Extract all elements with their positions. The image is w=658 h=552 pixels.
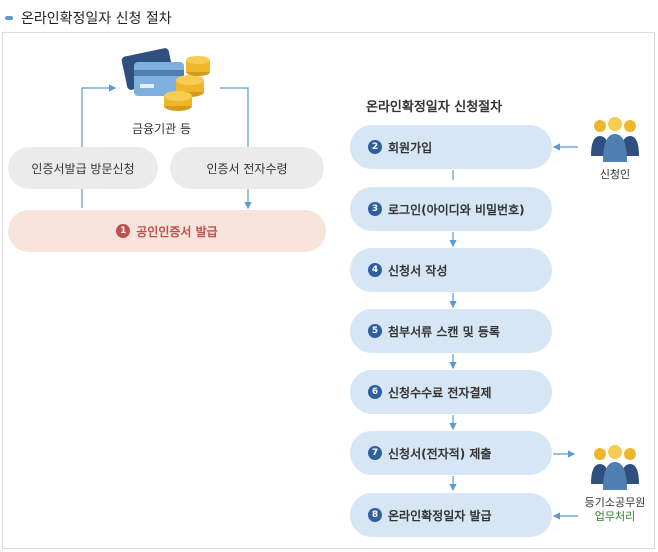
step-number: 7 xyxy=(368,446,382,460)
officer-people-icon xyxy=(591,445,639,490)
title-text: 온라인확정일자 신청 절차 xyxy=(21,11,172,27)
card-coins-icon xyxy=(121,48,210,111)
officer-label-line2: 업무처리 xyxy=(594,510,636,523)
receive-cert-pill: 인증서 전자수령 xyxy=(170,147,324,189)
step-label: 회원가입 xyxy=(388,140,433,155)
step-label: 첨부서류 스캔 및 등록 xyxy=(388,324,500,339)
step-number: 5 xyxy=(368,324,382,338)
diagram-panel xyxy=(2,32,655,549)
step-label: 신청서 작성 xyxy=(388,263,448,278)
step-label: 온라인확정일자 발급 xyxy=(388,508,492,523)
step-number: 2 xyxy=(368,140,382,154)
step-number: 3 xyxy=(368,202,382,216)
step-label: 로그인(아이디와 비밀번호) xyxy=(388,202,525,217)
page-title: 온라인확정일자 신청 절차 xyxy=(5,8,172,28)
step-write-form: 4 신청서 작성 xyxy=(350,248,552,292)
step-issue-cert: 1 공인인증서 발급 xyxy=(8,210,326,252)
bank-label: 금융기관 등 xyxy=(132,122,192,136)
procedure-header: 온라인확정일자 신청절차 xyxy=(366,100,503,115)
step-number: 4 xyxy=(368,263,382,277)
officer-label: 등기소공무원 업무처리 xyxy=(576,496,654,524)
step-label: 신청수수료 전자결제 xyxy=(388,385,492,400)
step-payment: 6 신청수수료 전자결제 xyxy=(350,370,552,414)
step-submit: 7 신청서(전자적) 제출 xyxy=(350,431,552,475)
step-login: 3 로그인(아이디와 비밀번호) xyxy=(350,187,552,231)
step-signup: 2 회원가입 xyxy=(350,125,552,169)
step-number: 8 xyxy=(368,508,382,522)
officer-label-line1: 등기소공무원 xyxy=(584,496,646,509)
step-scan-docs: 5 첨부서류 스캔 및 등록 xyxy=(350,309,552,353)
title-bullet xyxy=(5,16,13,20)
visit-apply-pill: 인증서발급 방문신청 xyxy=(8,147,158,189)
step-label: 공인인증서 발급 xyxy=(136,224,218,239)
step-label: 신청서(전자적) 제출 xyxy=(388,446,492,461)
step-number: 1 xyxy=(116,224,131,238)
applicant-people-icon xyxy=(591,117,639,162)
applicant-label: 신청인 xyxy=(599,168,631,181)
step-number: 6 xyxy=(368,385,382,399)
step-issue-date: 8 온라인확정일자 발급 xyxy=(350,493,552,537)
